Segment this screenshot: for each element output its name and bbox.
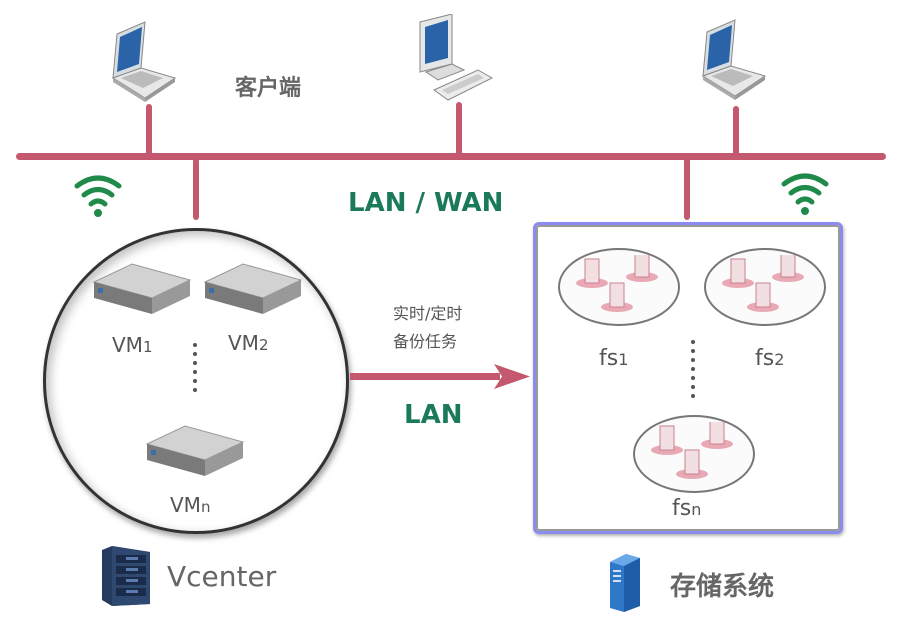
task-line-1: 实时/定时 bbox=[393, 304, 463, 323]
server-icon bbox=[92, 263, 192, 314]
lan-label: LAN bbox=[404, 400, 463, 430]
fs-ellipsis bbox=[691, 340, 695, 403]
vm-n-label: VMn bbox=[170, 493, 211, 517]
clients-label: 客户端 bbox=[235, 76, 302, 101]
storage-link bbox=[684, 158, 690, 220]
laptop-icon[interactable] bbox=[105, 20, 180, 105]
wifi-icon bbox=[74, 175, 122, 217]
client-3-link bbox=[733, 106, 739, 158]
desktop-icon[interactable] bbox=[412, 14, 512, 104]
server-icon bbox=[145, 425, 245, 476]
client-2-link bbox=[456, 102, 462, 158]
vm-ellipsis bbox=[193, 343, 197, 397]
laptop-icon[interactable] bbox=[695, 18, 770, 103]
fs-1-label: fs1 bbox=[599, 346, 629, 371]
task-line-2: 备份任务 bbox=[393, 332, 458, 351]
vcenter-link bbox=[193, 158, 199, 220]
backup-arrow bbox=[350, 364, 530, 389]
file-servers-icon bbox=[651, 422, 733, 479]
file-servers-icon bbox=[722, 255, 804, 312]
vm-2-label: VM2 bbox=[228, 331, 269, 355]
server-icon bbox=[203, 263, 303, 314]
fs-n-label: fsn bbox=[672, 496, 702, 521]
vm-1-label: VM1 bbox=[112, 333, 153, 357]
file-servers-icon bbox=[576, 255, 658, 312]
client-1-link bbox=[146, 104, 152, 158]
fs-2-label: fs2 bbox=[755, 346, 785, 371]
lan-wan-label: LAN / WAN bbox=[348, 188, 504, 218]
vcenter-label: Vcenter bbox=[167, 560, 277, 593]
storage-label: 存储系统 bbox=[670, 572, 775, 602]
rack-server-icon bbox=[102, 546, 150, 606]
storage-tower-icon bbox=[610, 554, 640, 612]
network-backbone bbox=[16, 153, 886, 160]
wifi-icon bbox=[781, 173, 829, 215]
